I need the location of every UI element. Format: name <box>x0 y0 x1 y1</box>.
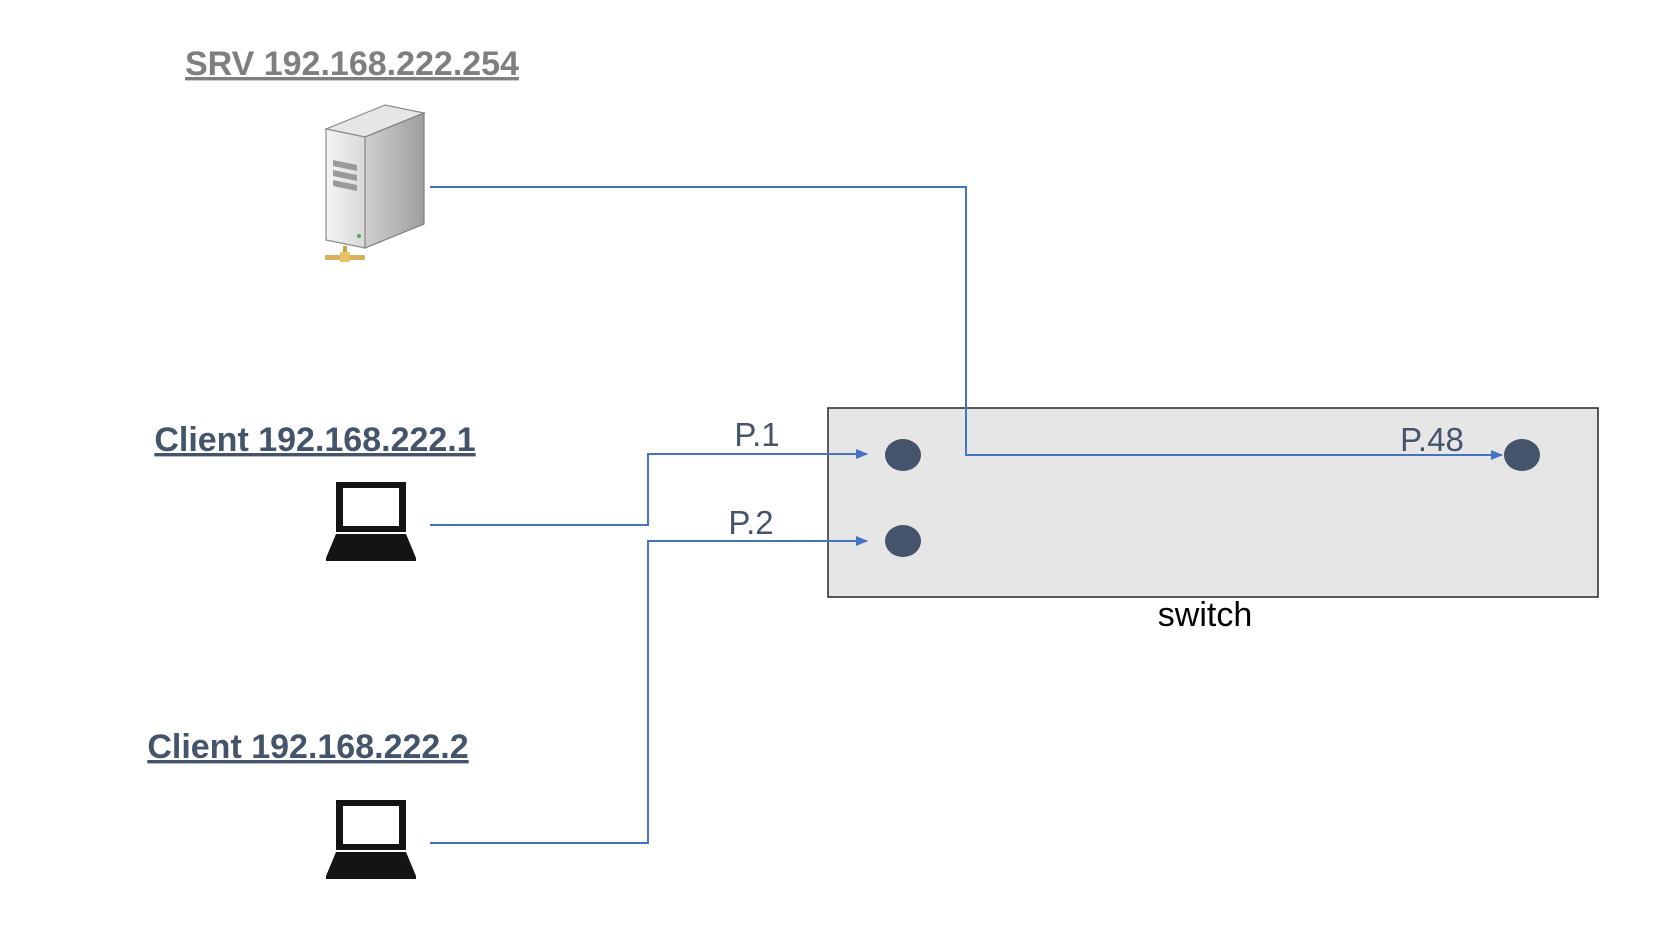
client1-laptop-icon <box>326 482 416 561</box>
client2-title: Client 192.168.222.2 <box>147 728 468 766</box>
port-2-label: P.2 <box>728 504 773 541</box>
client2-link-line <box>430 536 868 844</box>
port-1-label: P.1 <box>734 416 779 453</box>
switch-label: switch <box>1158 596 1252 634</box>
server-tower-icon <box>323 104 427 262</box>
port-48-label: P.48 <box>1400 421 1464 458</box>
server-link-line <box>430 186 1503 460</box>
port-2-dot <box>885 525 921 557</box>
port-48-dot <box>1504 439 1540 471</box>
client1-link-line <box>430 449 868 526</box>
client1-title: Client 192.168.222.1 <box>154 421 475 459</box>
port-1-dot <box>885 439 921 471</box>
client2-laptop-icon <box>326 800 416 879</box>
server-title: SRV 192.168.222.254 <box>185 45 519 83</box>
switch-box <box>827 407 1599 598</box>
